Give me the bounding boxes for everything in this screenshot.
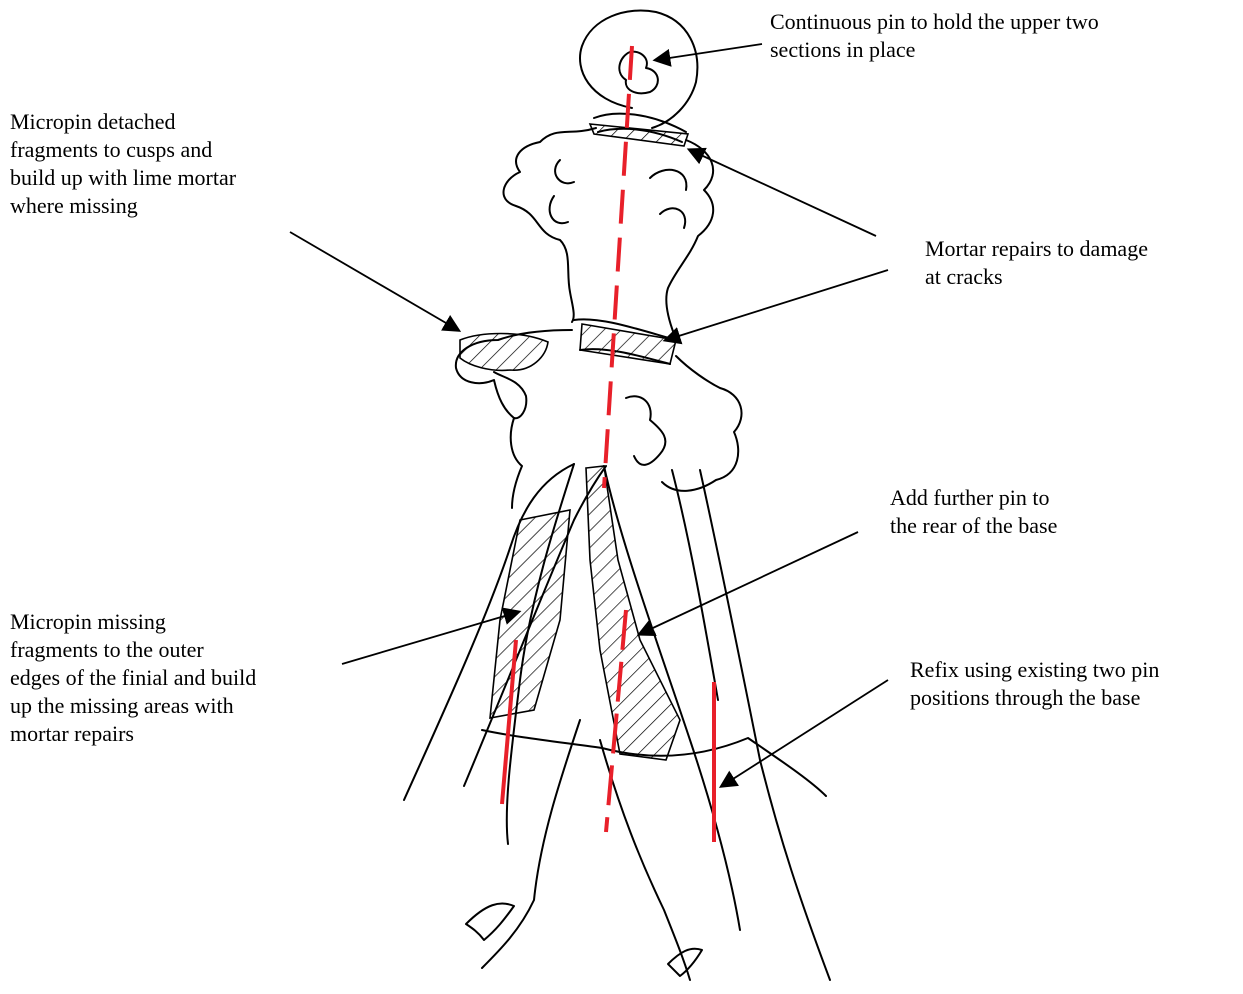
right-shoulder [662, 356, 742, 491]
base-outer-right [700, 470, 830, 980]
right-cusp-curls [650, 170, 686, 228]
label-line: Micropin detached [10, 108, 236, 136]
label-further-pin: Add further pin to the rear of the base [890, 484, 1057, 540]
label-refix: Refix using existing two pin positions t… [910, 656, 1159, 712]
label-line: positions through the base [910, 684, 1159, 712]
arrow-further-pin [640, 532, 858, 634]
leg-left [482, 720, 580, 968]
label-line: fragments to the outer [10, 636, 256, 664]
label-line: Refix using existing two pin [910, 656, 1159, 684]
arrow-micropin-missing [342, 612, 518, 664]
finial-top-knob [580, 10, 697, 128]
leg-right [600, 740, 690, 980]
hatch-centre-edge [586, 466, 680, 760]
continuous-pin [604, 46, 632, 488]
label-line: Add further pin to [890, 484, 1057, 512]
upper-body-right [666, 140, 713, 334]
label-line: up the missing areas with [10, 692, 256, 720]
label-line: where missing [10, 192, 236, 220]
finial-outline [404, 10, 830, 980]
base-inner-right [672, 470, 718, 700]
hatch-left-cusp [460, 334, 548, 371]
arrow-mortar-upper [690, 150, 876, 236]
label-line: Micropin missing [10, 608, 256, 636]
pins [502, 46, 714, 842]
hatch-upper-crack [590, 124, 688, 146]
upper-body-left [504, 128, 596, 322]
mortar-repair-areas [460, 124, 688, 760]
hatch-lower-crack [580, 324, 676, 364]
label-line: mortar repairs [10, 720, 256, 748]
arrow-micropin-detached [290, 232, 458, 330]
label-micropin-missing: Micropin missing fragments to the outer … [10, 608, 256, 748]
label-line: at cracks [925, 263, 1148, 291]
arrow-continuous-pin [656, 44, 762, 60]
arrow-mortar-lower [666, 270, 888, 340]
label-line: fragments to cusps and [10, 136, 236, 164]
label-line: build up with lime mortar [10, 164, 236, 192]
label-continuous-pin: Continuous pin to hold the upper two sec… [770, 8, 1099, 64]
hatch-left-edge [490, 510, 570, 718]
left-foot-curl [466, 903, 514, 940]
label-line: the rear of the base [890, 512, 1057, 540]
label-line: Mortar repairs to damage [925, 235, 1148, 263]
leader-arrows [290, 44, 888, 786]
left-cusp-curls [550, 160, 574, 223]
right-crocket [626, 396, 665, 465]
label-mortar-repairs: Mortar repairs to damage at cracks [925, 235, 1148, 291]
label-micropin-detached: Micropin detached fragments to cusps and… [10, 108, 236, 220]
label-line: Continuous pin to hold the upper two [770, 8, 1099, 36]
knob-recess [619, 52, 658, 94]
label-line: edges of the finial and build [10, 664, 256, 692]
label-line: sections in place [770, 36, 1099, 64]
